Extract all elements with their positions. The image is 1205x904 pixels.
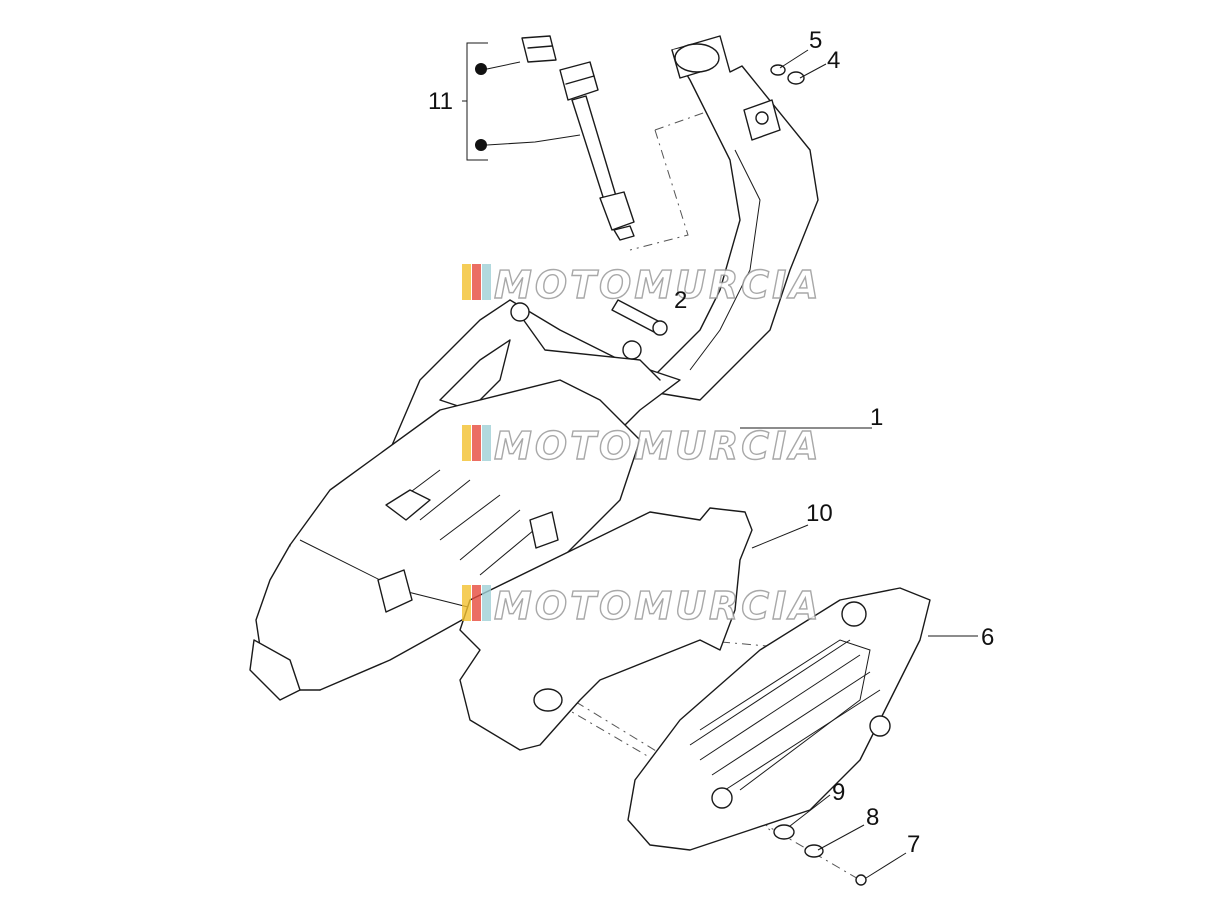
watermark-1: MOTOMURCIA [462,262,822,308]
muffler [249,299,681,701]
watermark-stripe [472,585,481,621]
watermark-stripe [462,425,471,461]
callout-8: 8 [866,804,879,831]
leader-lines [740,49,978,879]
heat-shield-gasket [459,507,753,751]
callout-11: 11 [428,88,453,115]
watermark-stripe [482,425,491,461]
watermark-stripe [482,264,491,300]
callout-1: 1 [870,404,883,431]
exhaust-header-pipe [639,35,819,401]
watermark-text: MOTOMURCIA [494,263,822,307]
callout-2: 2 [674,287,687,314]
callout-10: 10 [806,500,833,527]
watermark-stripe [482,585,491,621]
oxygen-sensor [521,35,635,241]
watermark-3: MOTOMURCIA [462,583,822,629]
callout-6: 6 [981,624,994,651]
callout-4: 4 [827,47,840,74]
watermark-text: MOTOMURCIA [494,424,822,468]
watermark-text: MOTOMURCIA [494,584,822,628]
watermark-2: MOTOMURCIA [462,423,822,469]
watermark-stripe [472,264,481,300]
callout-labels: 1 2 4 5 6 7 8 9 10 11 [428,27,994,858]
bolt [611,299,668,336]
hardware [770,64,867,886]
watermark-stripe [462,585,471,621]
callout-11-bracket [462,42,581,161]
muffler-cover [627,587,931,851]
watermark-group: MOTOMURCIA MOTOMURCIA MOTOMURCIA [462,262,822,629]
callout-5: 5 [809,27,822,54]
callout-9: 9 [832,779,845,806]
watermark-stripe [462,264,471,300]
callout-7: 7 [907,831,920,858]
watermark-stripe [472,425,481,461]
